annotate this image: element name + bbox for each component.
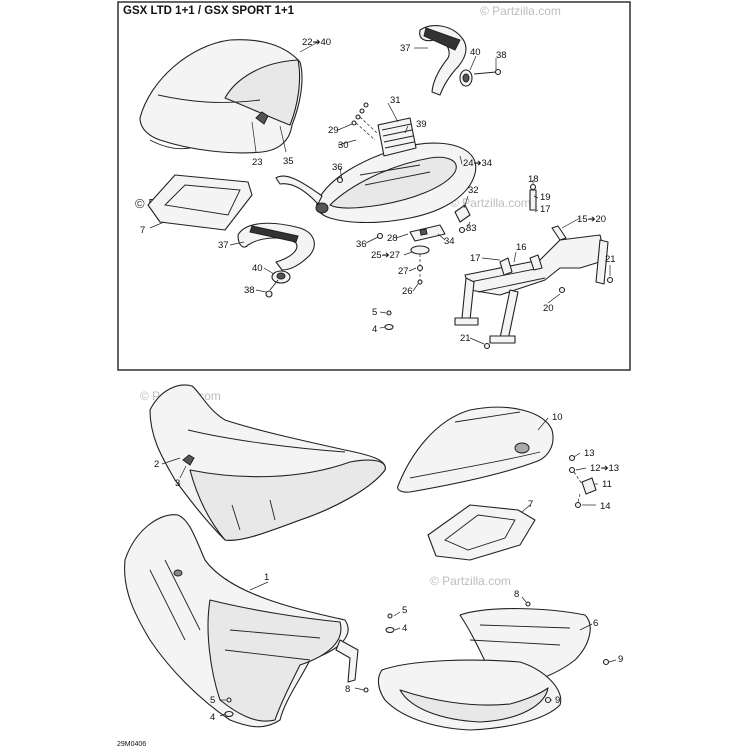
- callout-27: 27: [398, 266, 409, 277]
- callout-31: 31: [390, 95, 401, 106]
- callout-20: 20: [543, 303, 554, 314]
- callout-15-20: 15➔20: [577, 214, 606, 225]
- callout-4-bottom-right: 4: [402, 623, 407, 634]
- callout-10: 10: [552, 412, 563, 423]
- bracket-part-32-33: [454, 204, 471, 234]
- callout-9-lower: 9: [555, 695, 560, 706]
- callout-19: 19: [540, 192, 551, 203]
- callout-17-lower: 17: [470, 253, 481, 264]
- callouts-bottom: 2 3 10 13 12➔13 11 14 7 1 5 4 8 6 9 8 9 …: [154, 412, 623, 723]
- bolt-part-38-lower: [265, 279, 279, 298]
- grip-pad-part-31: [377, 117, 417, 157]
- callout-24-34: 24➔34: [463, 158, 492, 169]
- washer-stack-parts-25-27: [410, 245, 430, 285]
- callout-17-upper: 17: [540, 204, 551, 215]
- callout-29: 29: [328, 125, 339, 136]
- seat-part-2: [149, 384, 386, 541]
- callout-30: 30: [338, 140, 349, 151]
- knob-part-40-upper: [459, 69, 473, 87]
- callout-37-lower: 37: [218, 240, 229, 251]
- callout-12-13: 12➔13: [590, 463, 619, 474]
- watermark-top-mid: © Partzilla.com: [450, 196, 531, 210]
- callout-6: 6: [593, 618, 598, 629]
- bolt-part-38-upper: [473, 68, 502, 76]
- callout-21-bottom: 21: [460, 333, 471, 344]
- knob-part-40-lower: [271, 270, 291, 284]
- rear-cowl-part-23: [139, 39, 303, 154]
- screw-part-36: [336, 176, 384, 240]
- callout-26: 26: [402, 286, 413, 297]
- callout-4-bottom-left: 4: [210, 712, 215, 723]
- callout-8-upper: 8: [514, 589, 519, 600]
- leader-lines-bottom: [161, 417, 617, 717]
- callouts-top: 22➔40 37 40 38 31 29 30 39 23 35 36 24➔3…: [140, 37, 616, 344]
- callout-18: 18: [528, 174, 539, 185]
- callout-1: 1: [264, 572, 269, 583]
- callout-38-lower: 38: [244, 285, 255, 296]
- callout-5-bottom-left: 5: [210, 695, 215, 706]
- handle-part-37-upper: [419, 25, 467, 96]
- callout-38-upper: 38: [496, 50, 507, 61]
- body-pan-part-1: [124, 514, 359, 728]
- grommet-parts-4-5-bottom-right: [385, 613, 395, 634]
- callout-35: 35: [283, 156, 294, 167]
- callout-14: 14: [600, 501, 611, 512]
- callout-40-upper: 40: [470, 47, 481, 58]
- side-panel-part-6: [377, 608, 591, 731]
- fasteners-parts-8-9: [363, 601, 610, 704]
- callout-28: 28: [387, 233, 398, 244]
- callout-7-top: 7: [140, 225, 145, 236]
- callout-22-40: 22➔40: [302, 37, 331, 48]
- fasteners-parts-16-19: [499, 183, 543, 276]
- watermark-bottom-right: © Partzilla.com: [430, 574, 511, 588]
- fasteners-parts-11-14: [568, 454, 597, 509]
- leader-lines-top: [149, 41, 611, 345]
- top-diagram-frame: [117, 1, 631, 371]
- callout-34: 34: [444, 236, 455, 247]
- callout-11: 11: [602, 479, 612, 490]
- bumper-frame-part-15-20: [454, 225, 609, 344]
- callout-36-upper: 36: [332, 162, 343, 173]
- watermark-top-right: © Partzilla.com: [480, 4, 561, 18]
- callout-16: 16: [516, 242, 527, 253]
- drawing-code: 29M0406: [117, 741, 146, 748]
- callout-21-right: 21: [605, 254, 616, 265]
- callout-37-upper: 37: [400, 43, 411, 54]
- callout-40-lower: 40: [252, 263, 263, 274]
- callout-33: 33: [466, 223, 477, 234]
- callout-36-lower: 36: [356, 239, 367, 250]
- latch-part-28: [409, 224, 446, 242]
- callout-3: 3: [175, 478, 180, 489]
- callout-7-bottom: 7: [528, 499, 533, 510]
- callout-4-top: 4: [372, 324, 377, 335]
- grommet-parts-4-5-top: [384, 310, 394, 331]
- callout-5-bottom-right: 5: [402, 605, 407, 616]
- rack-frame-part-24-34: [275, 142, 477, 224]
- callout-2: 2: [154, 459, 159, 470]
- callout-13: 13: [584, 448, 595, 459]
- fasteners-part-29-30: [351, 102, 379, 141]
- callout-32: 32: [468, 185, 479, 196]
- windshield-part-10: [397, 406, 554, 493]
- callout-8-lower: 8: [345, 684, 350, 695]
- callout-25-27: 25➔27: [371, 250, 400, 261]
- tray-part-7-top: [147, 174, 253, 231]
- screw-part-20-21: [483, 276, 614, 350]
- handle-part-37-lower: [237, 222, 315, 271]
- callout-23: 23: [252, 157, 263, 168]
- callout-9-right: 9: [618, 654, 623, 665]
- tray-part-7-bottom: [427, 504, 536, 561]
- callout-5-top: 5: [372, 307, 377, 318]
- callout-39: 39: [416, 119, 427, 130]
- diagram-title: GSX LTD 1+1 / GSX SPORT 1+1: [123, 5, 295, 17]
